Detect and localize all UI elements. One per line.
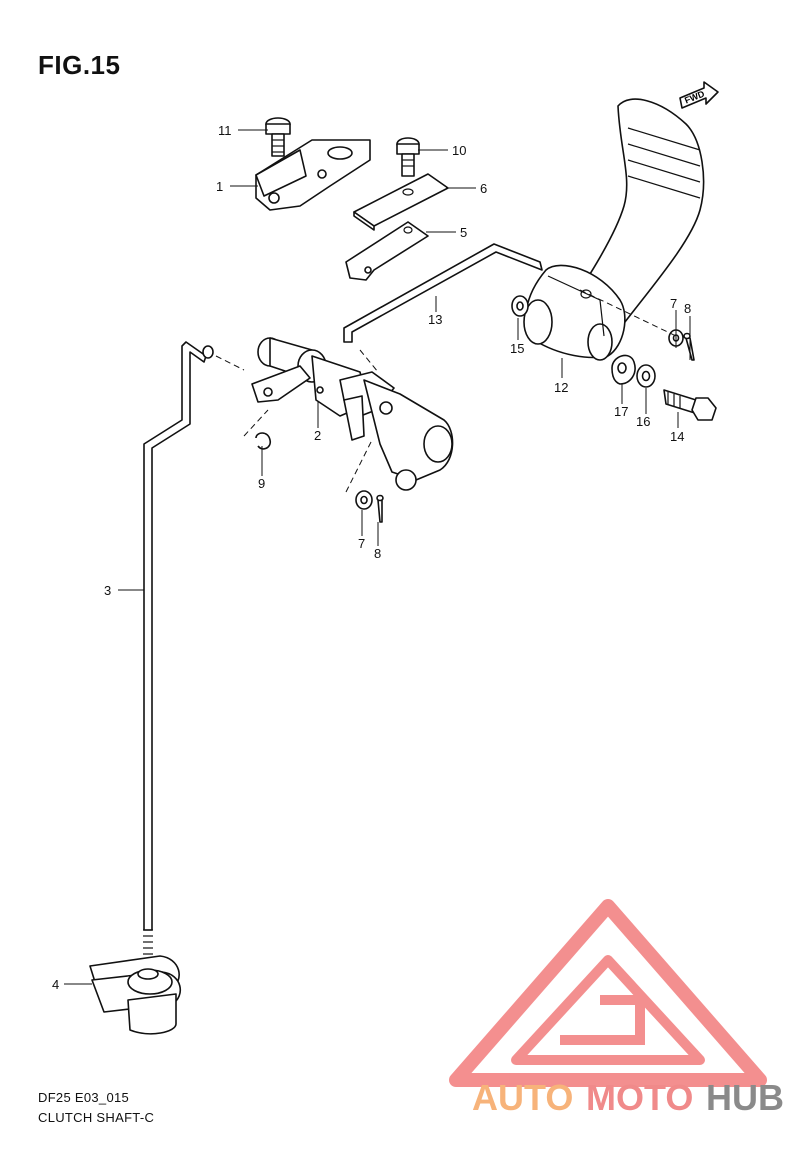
callout-17: 17: [614, 404, 628, 419]
part-11-bolt: [265, 117, 291, 157]
assembly-guide-lines: [215, 289, 677, 493]
part-16-washer: [636, 364, 656, 388]
section-name: CLUTCH SHAFT-C: [38, 1110, 155, 1125]
callout-8-upper: 8: [684, 301, 691, 316]
part-7-washer-lower: [355, 490, 373, 510]
logo-triangle-inner: [511, 955, 705, 1065]
fwd-direction-tag: FWD: [679, 81, 719, 109]
callout-6: 6: [480, 181, 487, 196]
part-4-cam: [89, 955, 182, 1035]
watermark-word-auto: AUTO: [472, 1077, 573, 1118]
part-3-clutch-rod: [143, 341, 214, 955]
part-9-clip: [255, 432, 272, 450]
part-17-plate-washer: [611, 354, 636, 385]
part-5-stay: [345, 221, 429, 281]
callout-3: 3: [104, 583, 111, 598]
part-13-rod: [343, 243, 543, 343]
part-1-bracket: [255, 139, 371, 211]
part-2-shaft-lever-assembly: [251, 337, 454, 491]
callout-9: 9: [258, 476, 265, 491]
callout-7-lower: 7: [358, 536, 365, 551]
logo-letter-g: [560, 995, 645, 1045]
part-8-cotter-pin-upper: [683, 332, 695, 361]
callout-13: 13: [428, 312, 442, 327]
callout-8-lower: 8: [374, 546, 381, 561]
callout-4: 4: [52, 977, 59, 992]
callout-1: 1: [216, 179, 223, 194]
callout-5: 5: [460, 225, 467, 240]
part-12-clutch-lever: [523, 98, 705, 361]
callout-2: 2: [314, 428, 321, 443]
part-14-bolt: [663, 389, 717, 421]
callout-15: 15: [510, 341, 524, 356]
watermark-logo: [449, 899, 767, 1087]
callout-10: 10: [452, 143, 466, 158]
callout-16: 16: [636, 414, 650, 429]
watermark-word-moto: MOTO: [586, 1077, 693, 1118]
model-code: DF25 E03_015: [38, 1090, 130, 1105]
part-8-cotter-pin-lower: [376, 494, 384, 523]
watermark-word-hub: HUB: [706, 1077, 784, 1118]
figure-title: FIG.15: [38, 50, 121, 80]
callout-7-upper: 7: [670, 296, 677, 311]
callout-labels: 11 1 10 6 5 13 15 12 7 8 17 16 14 2 9 7 …: [52, 123, 691, 992]
logo-triangle-outer: [449, 899, 767, 1087]
part-6-plate: [353, 173, 449, 231]
leader-lines: [64, 129, 691, 985]
part-10-bolt: [396, 137, 420, 177]
callout-11: 11: [218, 123, 232, 138]
callout-12: 12: [554, 380, 568, 395]
callout-14: 14: [670, 429, 684, 444]
watermark-text: AUTO MOTO HUB: [472, 1077, 784, 1118]
part-15-washer: [511, 295, 529, 317]
